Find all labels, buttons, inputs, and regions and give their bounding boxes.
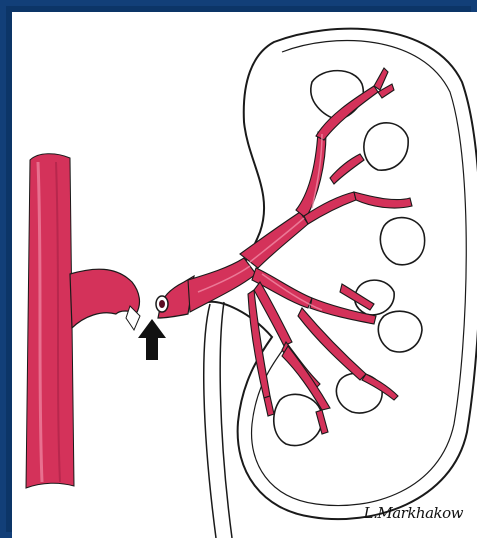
renal-artery-branches: [188, 68, 412, 434]
ureter: [204, 302, 232, 538]
up-arrow-icon: [138, 319, 166, 360]
renal-pyramids: [274, 71, 425, 446]
aorta: [26, 154, 74, 488]
illustration-canvas: L.Markhakow: [12, 12, 477, 538]
renal-artery-proximal-stump: [70, 269, 140, 330]
artist-signature: L.Markhakow: [364, 504, 463, 522]
kidney-illustration: [12, 12, 477, 538]
